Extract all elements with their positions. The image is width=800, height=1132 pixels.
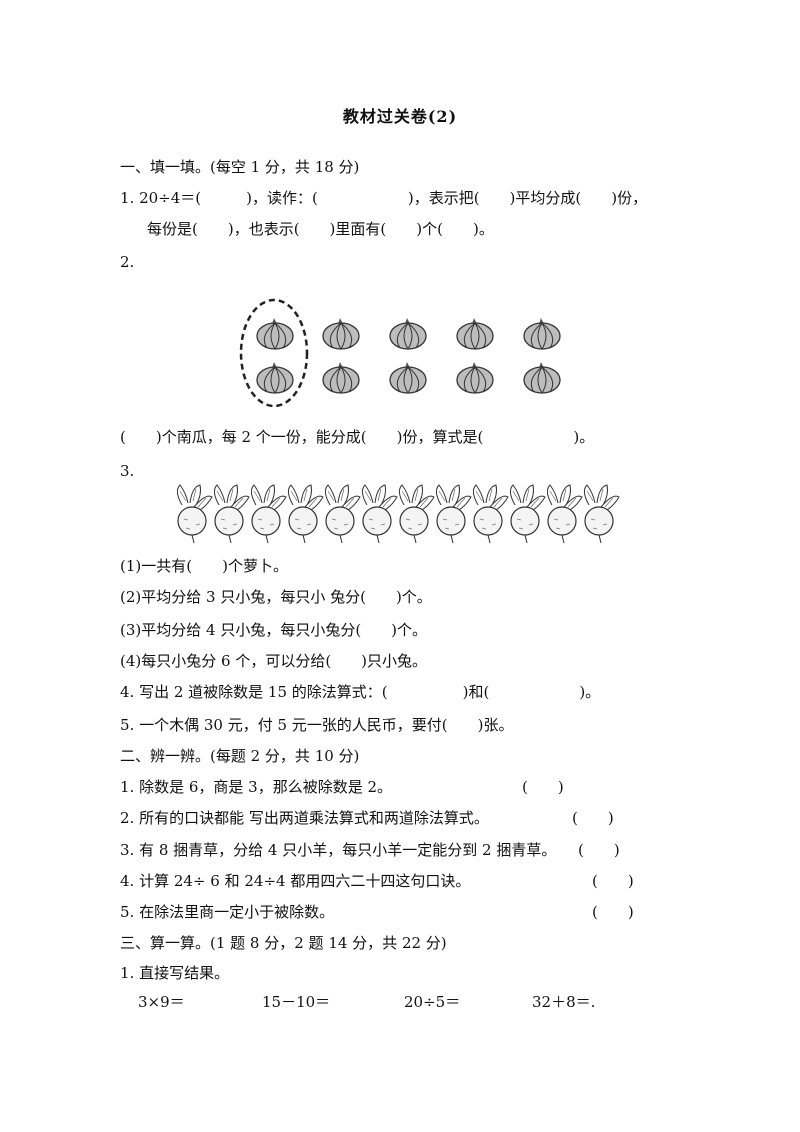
judge-blank-5: ( ) <box>592 903 634 921</box>
radish-icon <box>324 484 361 544</box>
section3-heading: 三、算一算。(1 题 8 分，2 题 14 分，共 22 分) <box>120 934 447 952</box>
calc-item-1: 3×9＝ <box>138 993 185 1011</box>
pumpkin-icon <box>456 361 494 394</box>
q3-sub1: (1)一共有( )个萝卜。 <box>120 557 288 575</box>
judge-blank-1: ( ) <box>522 778 564 796</box>
radish-icon <box>287 484 324 544</box>
radish-icon <box>398 484 435 544</box>
section3-q1-label: 1. 直接写结果。 <box>120 964 230 982</box>
radish-illustration <box>176 484 620 544</box>
radish-icon <box>583 484 620 544</box>
pumpkin-illustration <box>239 298 561 408</box>
q2-label: 2. <box>120 253 135 271</box>
q5: 5. 一个木偶 30 元，付 5 元一张的人民币，要付( )张。 <box>120 716 514 734</box>
circled-group-outline <box>239 298 309 408</box>
q3-sub3: (3)平均分给 4 只小兔，每只小兔分( )个。 <box>120 621 428 639</box>
pumpkin-icon <box>322 361 360 394</box>
judge-item-4: 4. 计算 24÷ 6 和 24÷4 都用四六二十四这句口诀。 <box>120 872 471 890</box>
q4: 4. 写出 2 道被除数是 15 的除法算式：( )和( )。 <box>120 683 601 701</box>
radish-icon <box>250 484 287 544</box>
q3-sub4: (4)每只小兔分 6 个，可以分给( )只小兔。 <box>120 652 428 670</box>
pumpkin-icon <box>389 317 427 350</box>
calc-item-3: 20÷5＝ <box>404 993 461 1011</box>
q1-line2: 每份是( )，也表示( )里面有( )个( )。 <box>147 220 494 238</box>
judge-item-5: 5. 在除法里商一定小于被除数。 <box>120 903 335 921</box>
q3-sub2: (2)平均分给 3 只小兔，每只小 兔分( )个。 <box>120 588 432 606</box>
radish-icon <box>509 484 546 544</box>
pumpkin-icon <box>322 317 360 350</box>
q1-line1: 1. 20÷4＝( )，读作：( )，表示把( )平均分成( )份， <box>120 189 648 207</box>
calc-item-2: 15－10＝ <box>262 993 331 1011</box>
pumpkin-icon <box>389 361 427 394</box>
judge-blank-3: ( ) <box>578 841 620 859</box>
radish-icon <box>435 484 472 544</box>
pumpkin-icon <box>456 317 494 350</box>
judge-item-1: 1. 除数是 6，商是 3，那么被除数是 2。 <box>120 778 393 796</box>
page-title: 教材过关卷(2) <box>342 107 458 126</box>
section2-heading: 二、辨一辨。(每题 2 分，共 10 分) <box>120 747 360 765</box>
pumpkin-icon <box>256 361 294 394</box>
q3-label: 3. <box>120 462 135 480</box>
radish-icon <box>361 484 398 544</box>
radish-icon <box>472 484 509 544</box>
judge-item-2: 2. 所有的口诀都能 写出两道乘法算式和两道除法算式。 <box>120 809 489 827</box>
judge-blank-2: ( ) <box>572 809 614 827</box>
radish-icon <box>546 484 583 544</box>
q2-text: ( )个南瓜，每 2 个一份，能分成( )份，算式是( )。 <box>120 428 595 446</box>
judge-blank-4: ( ) <box>592 872 634 890</box>
pumpkin-icon <box>256 317 294 350</box>
radish-icon <box>176 484 213 544</box>
pumpkin-icon <box>523 317 561 350</box>
pumpkin-icon <box>523 361 561 394</box>
section1-heading: 一、填一填。(每空 1 分，共 18 分) <box>120 158 360 176</box>
calc-item-4: 32＋8＝. <box>532 993 596 1011</box>
radish-icon <box>213 484 250 544</box>
judge-item-3: 3. 有 8 捆青草，分给 4 只小羊，每只小羊一定能分到 2 捆青草。 <box>120 841 557 859</box>
